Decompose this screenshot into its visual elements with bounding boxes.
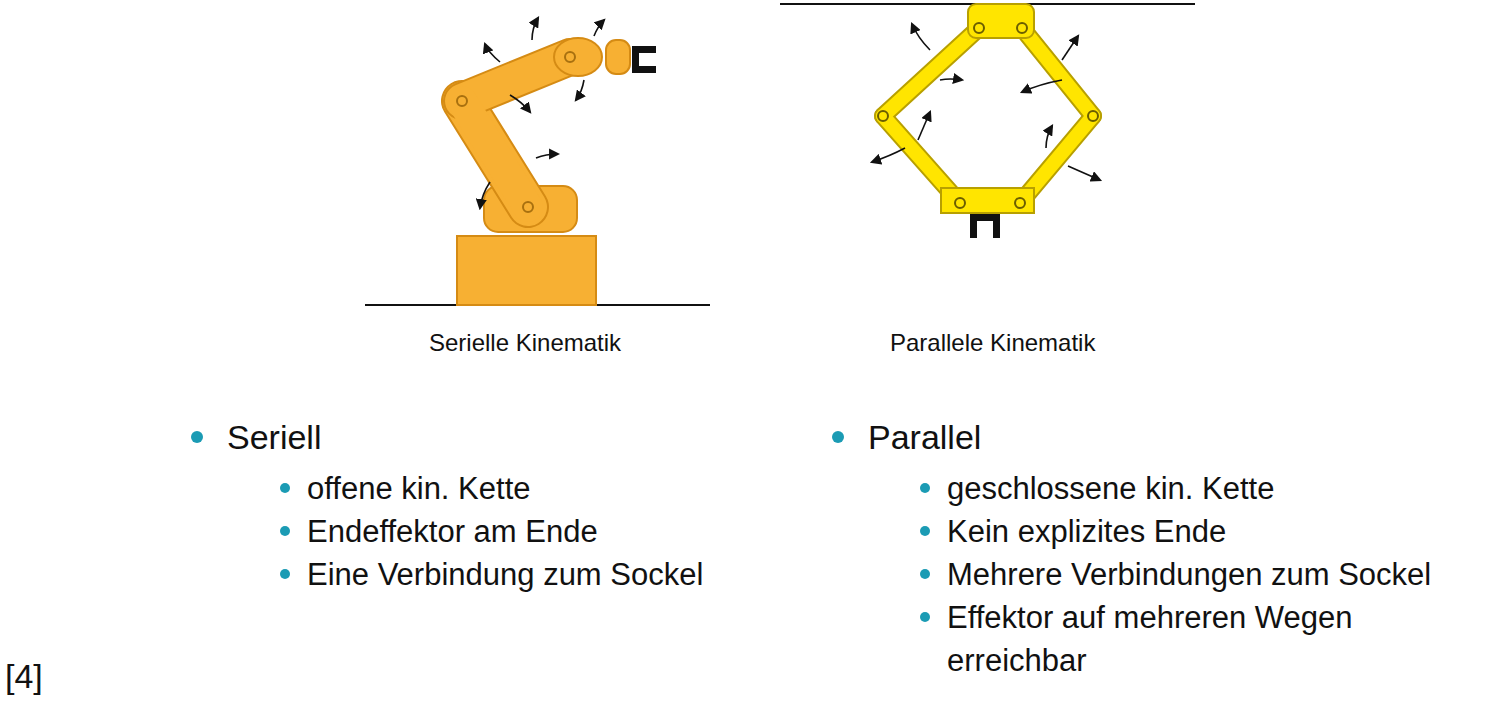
gripper-jaws bbox=[632, 46, 656, 73]
links bbox=[883, 28, 1093, 203]
motion-arrows bbox=[872, 24, 1100, 180]
reference-number: [4] bbox=[5, 656, 43, 696]
bullet-dot bbox=[920, 526, 930, 536]
gripper bbox=[970, 214, 1000, 238]
bottom-platform bbox=[941, 188, 1034, 213]
bullet-dot bbox=[832, 431, 844, 443]
bullet-item: Endeffektor am Ende bbox=[307, 510, 598, 553]
upper-arm-outline bbox=[462, 57, 570, 101]
bullet-dot bbox=[920, 483, 930, 493]
lower-arm bbox=[462, 101, 528, 207]
joint-pin bbox=[565, 52, 575, 62]
figure-caption: Serielle Kinematik bbox=[429, 328, 621, 358]
bullet-dot bbox=[280, 483, 290, 493]
pivots bbox=[878, 23, 1098, 208]
figure-caption: Parallele Kinematik bbox=[890, 328, 1095, 358]
joint-pin bbox=[523, 202, 533, 212]
link-outlines bbox=[883, 28, 1093, 203]
wrist-joint bbox=[554, 38, 602, 76]
motion-arrows bbox=[480, 18, 604, 208]
bullet-item: offene kin. Kette bbox=[307, 467, 530, 510]
serial-robot bbox=[365, 18, 710, 305]
top-platform bbox=[968, 4, 1034, 38]
gripper-base bbox=[606, 40, 630, 74]
bullet-item: Effektor auf mehreren Wegen erreichbar bbox=[947, 596, 1427, 682]
upper-arm bbox=[462, 57, 570, 101]
bullet-item: Mehrere Verbindungen zum Sockel bbox=[947, 553, 1431, 596]
bullet-dot bbox=[920, 569, 930, 579]
bullet-item: Kein explizites Ende bbox=[947, 510, 1226, 553]
bullet-dot bbox=[280, 526, 290, 536]
parallel-robot bbox=[780, 4, 1195, 238]
bullet-heading: Seriell bbox=[227, 417, 321, 457]
lower-arm-cover bbox=[462, 101, 528, 207]
bullet-item: geschlossene kin. Kette bbox=[947, 467, 1274, 510]
joint-pin bbox=[457, 96, 467, 106]
robot-base bbox=[457, 236, 596, 305]
bullet-heading: Parallel bbox=[868, 417, 981, 457]
bullet-dot bbox=[280, 569, 290, 579]
lower-arm-outline bbox=[462, 101, 528, 207]
bullet-item: Eine Verbindung zum Sockel bbox=[307, 553, 703, 596]
bullet-dot bbox=[920, 612, 930, 622]
bullet-dot bbox=[191, 431, 203, 443]
